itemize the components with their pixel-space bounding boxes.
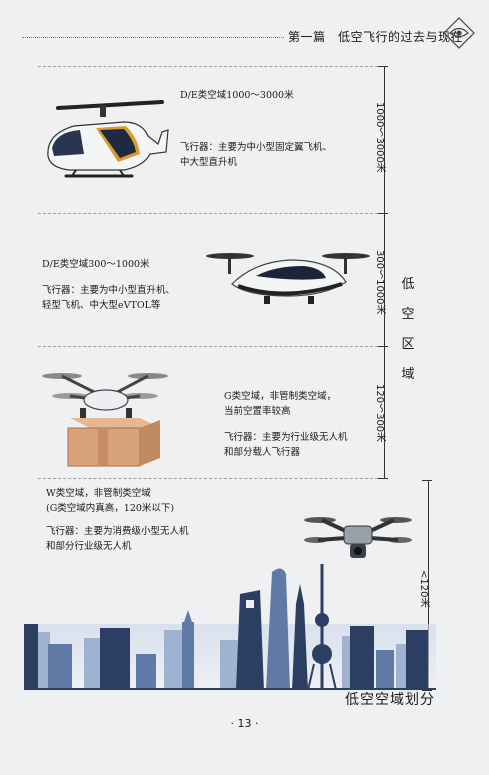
- altitude-label-1: 1000～3000米: [374, 102, 385, 173]
- layer4-range-2: (G类空域内真高，120米以下): [46, 503, 175, 514]
- scale-tick: [378, 346, 388, 347]
- band-1000: [38, 213, 388, 214]
- region-label: 低 空 区 域: [398, 270, 418, 390]
- altitude-label-4: <120米: [418, 570, 429, 608]
- layer3-range: G类空域，非管制类空域，: [224, 391, 337, 402]
- layer3-aircraft: 飞行器：主要为行业级无人机: [224, 432, 348, 443]
- band-300: [38, 346, 388, 347]
- layer3-range-2: 当前空置率较高: [224, 406, 291, 417]
- region-char: 区: [401, 337, 415, 352]
- layer4-range: W类空域，非管制类空域: [46, 488, 151, 499]
- layer4-aircraft: 飞行器：主要为消费级小型无人机: [46, 526, 189, 537]
- altitude-label-3: 120～300米: [374, 384, 385, 443]
- altitude-scale-lower: [428, 480, 429, 690]
- layer1-aircraft: 飞行器：主要为中小型固定翼飞机、: [180, 142, 333, 153]
- page-number: · 13 ·: [230, 717, 259, 730]
- header-rule: [22, 37, 284, 38]
- layer3-aircraft-2: 和部分载人飞行器: [224, 447, 301, 458]
- helicopter-icon: [40, 96, 170, 192]
- scale-tick: [378, 478, 388, 479]
- scale-tick: [422, 480, 432, 481]
- band-top: [38, 66, 388, 67]
- region-char: 空: [401, 307, 415, 322]
- book-logo-icon: [440, 14, 478, 52]
- cargo-drone-icon: [40, 362, 170, 468]
- scale-tick: [422, 690, 432, 691]
- layer2-range: D/E类空域300～1000米: [42, 259, 150, 270]
- layer1-range: D/E类空域1000～3000米: [180, 90, 294, 101]
- scale-tick: [378, 66, 388, 67]
- band-120: [38, 478, 388, 479]
- layer1-aircraft-2: 中大型直升机: [180, 157, 238, 168]
- evtol-icon: [204, 246, 372, 308]
- city-skyline: [24, 554, 436, 690]
- altitude-scale-upper: [384, 66, 385, 478]
- altitude-label-2: 300～1000米: [374, 250, 385, 315]
- region-char: 域: [401, 367, 415, 382]
- consumer-drone-icon: [302, 510, 414, 572]
- scale-tick: [378, 213, 388, 214]
- region-char: 低: [401, 277, 415, 292]
- layer2-aircraft: 飞行器：主要为中小型直升机、: [42, 285, 176, 296]
- layer2-aircraft-2: 轻型飞机、中大型eVTOL等: [42, 300, 161, 311]
- layer4-aircraft-2: 和部分行业级无人机: [46, 541, 132, 552]
- chapter-title: 第一篇 低空飞行的过去与现在: [288, 30, 464, 44]
- figure-caption: 低空空域划分: [345, 692, 435, 708]
